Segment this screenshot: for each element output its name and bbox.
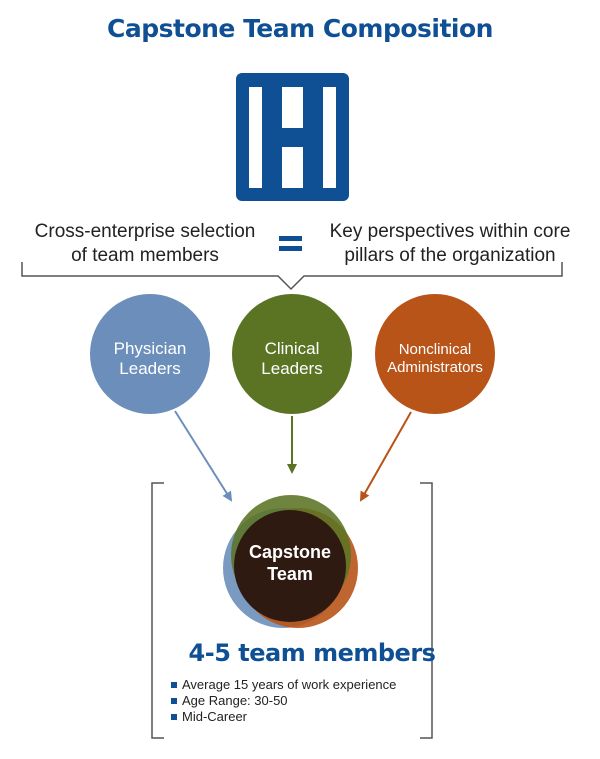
team-summary: 4-5 team members Average 15 years of wor… <box>170 639 460 725</box>
hospital-sign-icon <box>236 73 349 201</box>
arrow-nonclinical <box>360 411 412 502</box>
header-right-line1: Key perspectives within core <box>329 221 571 242</box>
team-facts-list: Average 15 years of work experience Age … <box>170 677 460 725</box>
header-left-line2: of team members <box>71 245 219 266</box>
team-size-headline: 4-5 team members <box>188 639 436 667</box>
nonclinical-label-line2: Administrators <box>387 359 483 376</box>
team-fact-age-range: Age Range: 30-50 <box>170 693 460 709</box>
clinical-label-line2: Leaders <box>261 359 322 378</box>
arrow-physician <box>174 410 233 502</box>
header-left-text: Cross-enterprise selection of team membe… <box>20 220 270 268</box>
physician-label-line2: Leaders <box>119 359 180 378</box>
group-circle-clinical <box>232 294 352 414</box>
header-brace <box>21 262 563 291</box>
team-fact-experience: Average 15 years of work experience <box>170 677 460 693</box>
page-title: Capstone Team Composition <box>107 14 493 43</box>
left-bracket <box>151 482 164 739</box>
equals-sign <box>279 236 302 251</box>
physician-label-line1: Physician <box>114 339 187 358</box>
team-label-line1: Capstone <box>249 542 331 562</box>
group-circle-physician <box>90 294 210 414</box>
right-bracket <box>420 482 433 739</box>
header-left-line1: Cross-enterprise selection <box>34 221 256 242</box>
header-right-text: Key perspectives within core pillars of … <box>318 220 582 268</box>
team-venn <box>223 495 358 628</box>
group-circle-nonclinical <box>375 294 495 414</box>
nonclinical-label-line1: Nonclinical <box>399 341 472 358</box>
header-right-line2: pillars of the organization <box>344 245 556 266</box>
team-fact-career-stage: Mid-Career <box>170 709 460 725</box>
clinical-label-line1: Clinical <box>265 339 320 358</box>
team-label-line2: Team <box>267 564 313 584</box>
